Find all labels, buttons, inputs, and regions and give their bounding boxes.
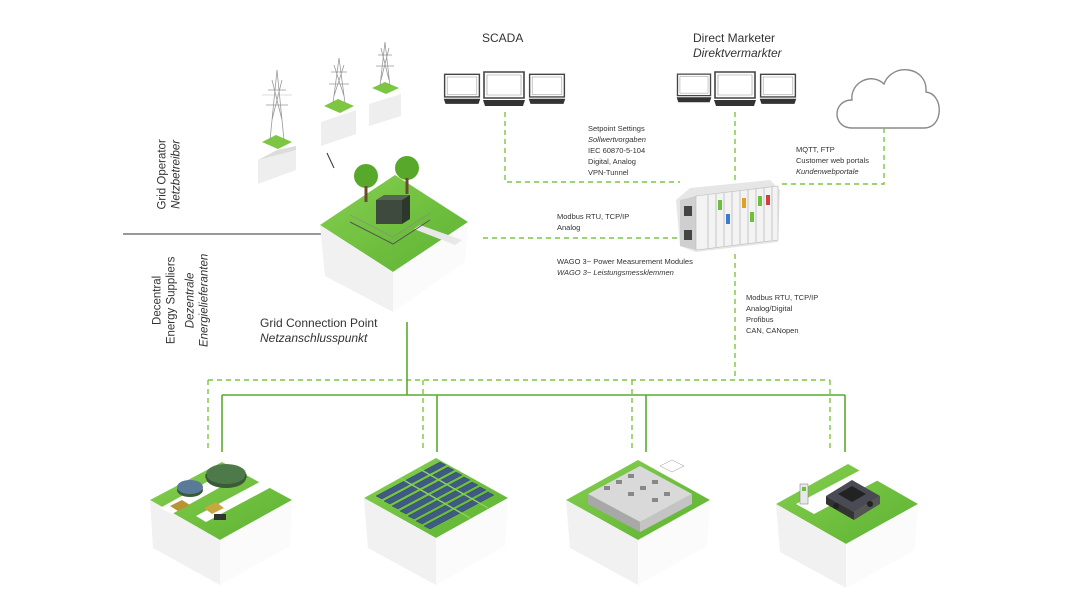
grid-connection-point-title-de: Netzanschlusspunkt [260, 331, 368, 345]
decentral-line-de: Dezentrale [184, 272, 197, 329]
grid-connection-point-title: Grid Connection Point [260, 316, 378, 330]
decentral-line: Energy Suppliers [166, 256, 178, 345]
decentral-line: Decentral [151, 275, 164, 325]
protocol-line: Customer web portals [796, 155, 869, 165]
protocol-line: Analog [557, 222, 581, 232]
decentral-line-de: Energielieferanten [199, 253, 211, 348]
protocol-line: CAN, CANopen [746, 325, 799, 335]
direct-marketer-title: Direct Marketer [693, 31, 776, 45]
field-protocol-label: Modbus RTU, TCP/IP Analog/Digital Profib… [746, 293, 818, 337]
decentral-suppliers-label: Decentral Energy Suppliers [151, 240, 180, 360]
protocol-line: Profibus [746, 314, 774, 324]
scada-monitors-icon [443, 71, 566, 107]
protocol-line: Setpoint Settings [588, 124, 645, 133]
modules-line-de: WAGO 3~ Leistungsmessklemmen [557, 267, 674, 277]
protocol-line: Analog/Digital [746, 303, 793, 313]
protocol-line: IEC 60870-5-104 [588, 145, 646, 155]
grid-operator-label: Grid Operator Netzbetreiber [156, 114, 185, 234]
electric-car-charger-icon [776, 464, 918, 588]
power-links [221, 322, 846, 452]
industrial-building-icon [566, 459, 710, 585]
protocol-line: VPN-Tunnel [588, 167, 629, 177]
solar-park-icon [364, 458, 508, 585]
protocol-line: Modbus RTU, TCP/IP [746, 293, 819, 302]
protocol-line: Digital, Analog [588, 156, 636, 166]
cloud-protocol-label: MQTT, FTP Customer web portals Kundenweb… [796, 145, 869, 178]
scada-title: SCADA [482, 31, 524, 45]
biogas-plant-icon [150, 458, 292, 585]
protocol-line: Kundenwebportale [796, 166, 859, 176]
direct-marketer-monitors-icon [675, 71, 797, 107]
wago-controller-icon [676, 180, 780, 252]
decentral-suppliers-label-de: Dezentrale Energielieferanten [184, 240, 213, 360]
power-pylon-icon [258, 41, 401, 184]
direct-marketer-title-de: Direktvermarkter [693, 46, 782, 60]
cloud-icon [836, 69, 940, 129]
grid-protocol-label: Modbus RTU, TCP/IP Analog [557, 212, 629, 234]
substation-icon [320, 156, 468, 312]
protocol-line: Sollwertvorgaben [588, 134, 646, 144]
modules-label: WAGO 3~ Power Measurement Modules WAGO 3… [557, 257, 693, 279]
direct-marketer-label: Direct Marketer Direktvermarkter [693, 31, 782, 61]
scada-protocol-label: Setpoint Settings Sollwertvorgaben IEC 6… [588, 124, 646, 178]
grid-operator-title-de: Netzbetreiber [171, 139, 183, 209]
communication-links [207, 112, 885, 448]
grid-operator-title: Grid Operator [156, 139, 169, 210]
protocol-line: MQTT, FTP [796, 145, 835, 154]
scada-label: SCADA [482, 31, 523, 46]
modules-line: WAGO 3~ Power Measurement Modules [557, 257, 693, 266]
protocol-line: Modbus RTU, TCP/IP [557, 212, 630, 221]
grid-connection-point-label: Grid Connection Point Netzanschlusspunkt [260, 316, 377, 346]
